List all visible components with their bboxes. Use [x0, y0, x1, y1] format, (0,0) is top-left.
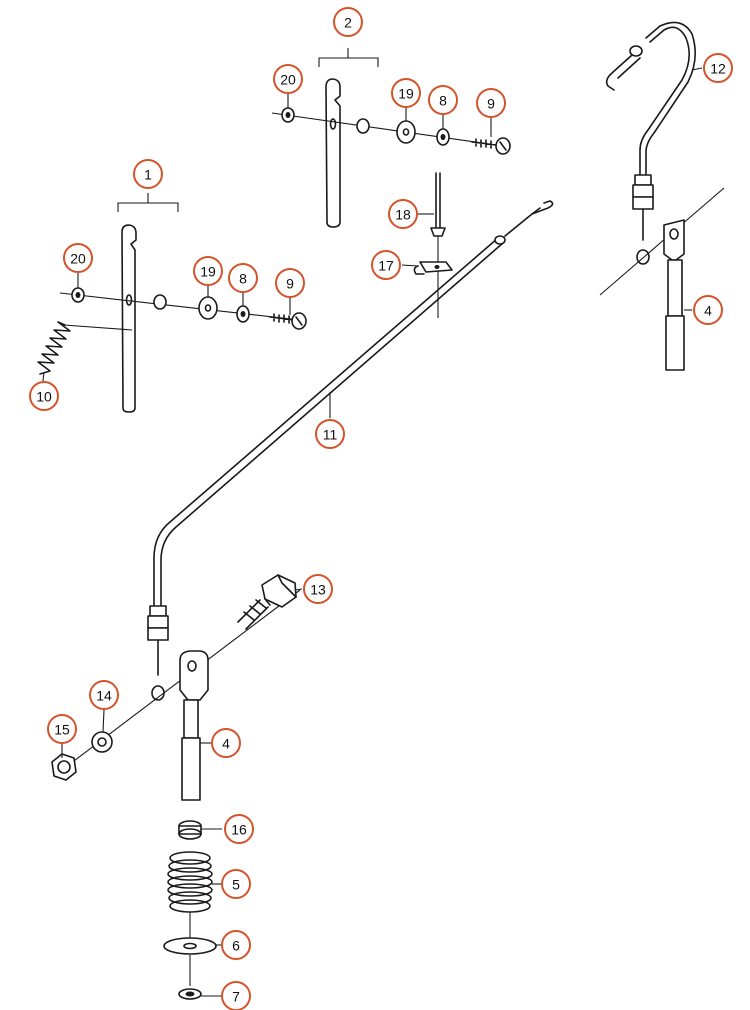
callout-label: 9 — [286, 276, 294, 292]
lever-assembly-top — [271, 48, 511, 228]
callout-circle — [228, 263, 258, 293]
callout-p20b: 20 — [273, 64, 303, 94]
callout-label: 8 — [239, 271, 247, 287]
callout-p19b: 19 — [391, 78, 421, 108]
callout-circle — [428, 85, 458, 115]
lever-plate-top — [325, 78, 341, 228]
callout-circle — [371, 250, 401, 280]
nut-15 — [51, 753, 77, 781]
callout-p8b: 8 — [428, 85, 458, 115]
spacer-top — [356, 118, 370, 134]
callout-label: 11 — [323, 427, 338, 443]
callout-label: 9 — [487, 96, 495, 112]
callout-p18: 18 — [388, 199, 418, 229]
callout-circle — [89, 680, 119, 710]
callout-circle — [221, 930, 251, 960]
callout-p15: 15 — [47, 714, 77, 744]
callout-p4a: 4 — [693, 295, 723, 325]
callout-label: 18 — [395, 207, 411, 223]
lower-linkage — [51, 574, 301, 1000]
cable-12 — [599, 21, 725, 371]
callout-label: 8 — [439, 93, 447, 109]
callout-p19a: 19 — [193, 256, 223, 286]
callout-circle — [303, 574, 333, 604]
callout-circle — [333, 7, 363, 37]
callout-p20a: 20 — [63, 243, 93, 273]
callout-circle — [221, 981, 251, 1010]
washer-19-left — [198, 296, 218, 320]
callout-p8a: 8 — [228, 263, 258, 293]
callout-circle — [224, 814, 254, 844]
callout-label: 4 — [222, 736, 230, 752]
callout-p5: 5 — [221, 869, 251, 899]
callout-label: 20 — [280, 72, 296, 88]
callout-circle — [273, 64, 303, 94]
callout-p16: 16 — [224, 814, 254, 844]
callout-label: 20 — [70, 251, 86, 267]
washer-14 — [91, 731, 113, 753]
callout-p13: 13 — [303, 574, 333, 604]
callout-p12: 12 — [703, 53, 733, 83]
callout-p6: 6 — [221, 930, 251, 960]
callout-label: 17 — [378, 258, 394, 274]
spacer-left — [153, 294, 167, 310]
callout-p1: 1 — [133, 159, 163, 189]
callout-label: 14 — [96, 688, 112, 704]
callout-circle — [63, 243, 93, 273]
callout-label: 6 — [232, 938, 240, 954]
callout-label: 5 — [232, 877, 240, 893]
callout-circle — [133, 159, 163, 189]
callout-circle — [221, 869, 251, 899]
callout-circle — [193, 256, 223, 286]
callout-circle — [315, 419, 345, 449]
callout-circle — [391, 78, 421, 108]
callout-circle — [476, 88, 506, 118]
callout-label: 4 — [704, 303, 712, 319]
lever-plate-left — [121, 224, 137, 413]
callout-label: 10 — [36, 389, 52, 405]
callout-p4b: 4 — [211, 728, 241, 758]
callout-p14: 14 — [89, 680, 119, 710]
washer-6 — [163, 937, 217, 955]
callout-p10: 10 — [29, 381, 59, 411]
leader-lines — [42, 67, 703, 997]
callout-p2: 2 — [333, 7, 363, 37]
callout-label: 19 — [200, 264, 216, 280]
screw-9-top — [471, 138, 498, 149]
callout-circle — [388, 199, 418, 229]
washer-19-top — [396, 120, 416, 144]
pin-and-clip — [413, 172, 453, 318]
lever-assembly-left — [37, 193, 307, 413]
callout-label: 7 — [232, 989, 240, 1005]
callout-circle — [211, 728, 241, 758]
callout-p17: 17 — [371, 250, 401, 280]
callout-circle — [275, 268, 305, 298]
callout-circle — [47, 714, 77, 744]
callout-label: 15 — [54, 722, 70, 738]
spring-5 — [167, 851, 213, 913]
callout-p9b: 9 — [476, 88, 506, 118]
callout-p11: 11 — [315, 419, 345, 449]
callout-circle — [29, 381, 59, 411]
callout-label: 19 — [398, 86, 414, 102]
screw-9-left — [269, 313, 295, 324]
cable-11 — [147, 200, 554, 701]
callout-label: 13 — [310, 582, 326, 598]
callout-p7: 7 — [221, 981, 251, 1010]
callout-circle — [693, 295, 723, 325]
callout-label: 1 — [144, 167, 152, 183]
callout-label: 2 — [344, 15, 352, 31]
rod-4-lower — [179, 650, 209, 701]
callout-label: 12 — [710, 61, 726, 77]
callout-circle — [703, 53, 733, 83]
spring-10 — [37, 321, 71, 375]
callout-p9a: 9 — [275, 268, 305, 298]
callout-label: 16 — [231, 822, 247, 838]
